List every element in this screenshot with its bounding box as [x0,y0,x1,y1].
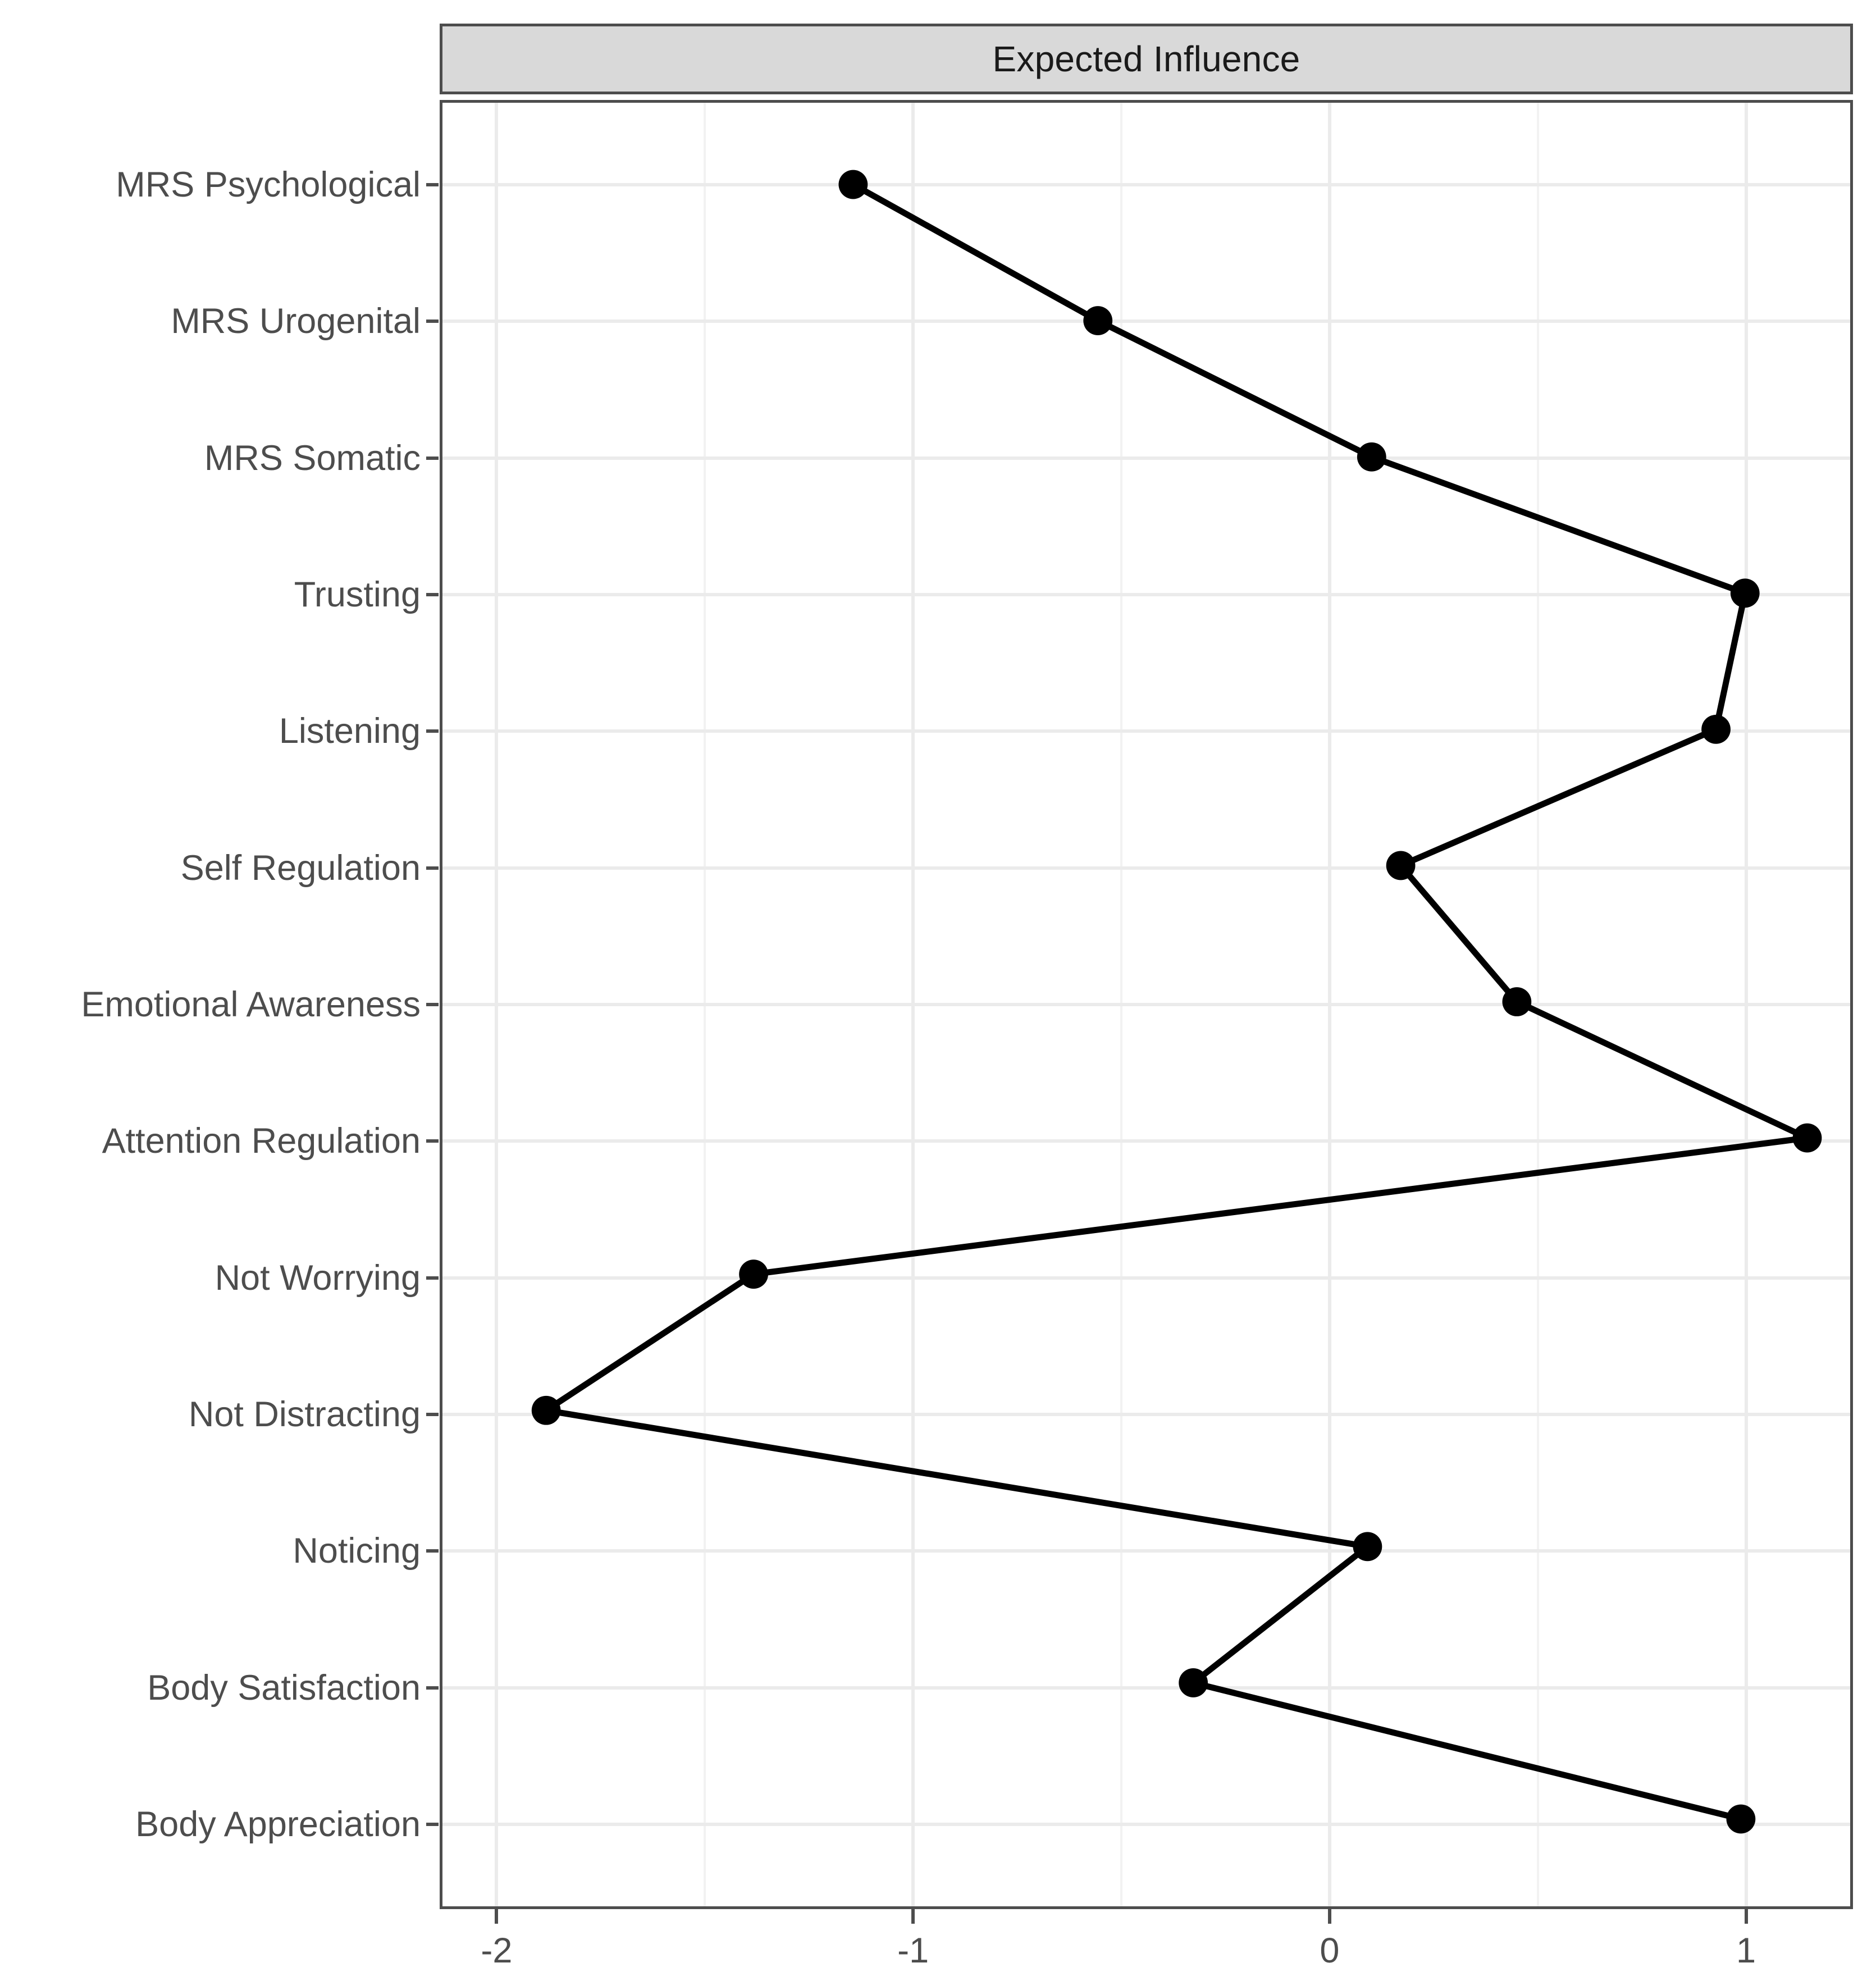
y-axis-tick-label: Noticing [293,1531,421,1571]
y-axis-tick-label: Trusting [294,575,421,614]
y-axis-tick-label: MRS Urogenital [171,302,421,341]
x-axis-tick-label: -1 [897,1931,929,1970]
data-point [1502,987,1532,1016]
panel-strip-header: Expected Influence [440,24,1853,94]
major-gridline-y [442,1139,1850,1143]
major-gridline-y [442,866,1850,870]
x-axis-tick-mark [1327,1909,1331,1924]
major-gridline-y [442,1413,1850,1416]
data-point [1701,714,1731,744]
x-axis-tick-label: 1 [1736,1931,1756,1970]
y-axis-tick-mark [426,456,439,460]
major-gridline-y [442,593,1850,596]
data-point [838,170,868,199]
data-point [1386,851,1416,880]
y-axis-tick-label: Attention Regulation [102,1121,421,1161]
y-axis-tick-mark [426,1823,439,1826]
y-axis-tick-mark [426,183,439,186]
y-axis-tick-label: Listening [279,711,421,751]
y-axis-tick-mark [426,729,439,733]
y-axis-tick-mark [426,866,439,870]
expected-influence-line [543,181,1810,1822]
major-gridline-y [442,1686,1850,1690]
y-axis-tick-mark [426,1686,439,1690]
data-point [1357,442,1386,472]
y-axis-tick-mark [426,593,439,596]
y-axis-tick-mark [426,1139,439,1143]
data-point [1083,306,1113,336]
major-gridline-y [442,1823,1850,1826]
y-axis-tick-label: Self Regulation [180,848,421,888]
major-gridline-y [442,1276,1850,1280]
x-axis-tick-mark [1744,1909,1748,1924]
x-axis-tick-label: -2 [481,1931,513,1970]
y-axis-tick-mark [426,1003,439,1006]
y-axis-tick-label: Not Distracting [188,1395,421,1434]
data-point [1792,1123,1822,1153]
major-gridline-y [442,1549,1850,1553]
x-axis-tick-mark [911,1909,915,1924]
plot-panel [440,100,1853,1909]
x-axis-tick-mark [495,1909,499,1924]
major-gridline-y [442,319,1850,323]
data-point [1726,1804,1756,1834]
y-axis-tick-label: Body Satisfaction [147,1668,421,1708]
major-gridline-y [442,1003,1850,1006]
y-axis-tick-label: Body Appreciation [135,1805,421,1844]
data-point [1730,578,1760,608]
y-axis-tick-label: Emotional Awareness [81,985,421,1024]
data-point [531,1395,561,1425]
x-axis-tick-label: 0 [1320,1931,1340,1970]
data-point [739,1259,768,1289]
y-axis-tick-mark [426,1276,439,1280]
major-gridline-y [442,456,1850,460]
data-point [1353,1532,1382,1562]
y-axis-tick-label: MRS Somatic [204,438,421,478]
series-svg [531,170,1822,1834]
y-axis-tick-mark [426,1549,439,1553]
major-gridline-y [442,729,1850,733]
y-axis-tick-label: MRS Psychological [116,165,421,204]
y-axis-tick-mark [426,319,439,323]
expected-influence-points [531,170,1822,1834]
panel-strip-label: Expected Influence [992,39,1300,79]
data-point [1179,1668,1208,1697]
major-gridline-y [442,183,1850,186]
y-axis-tick-label: Not Worrying [214,1258,421,1298]
y-axis-tick-mark [426,1413,439,1416]
